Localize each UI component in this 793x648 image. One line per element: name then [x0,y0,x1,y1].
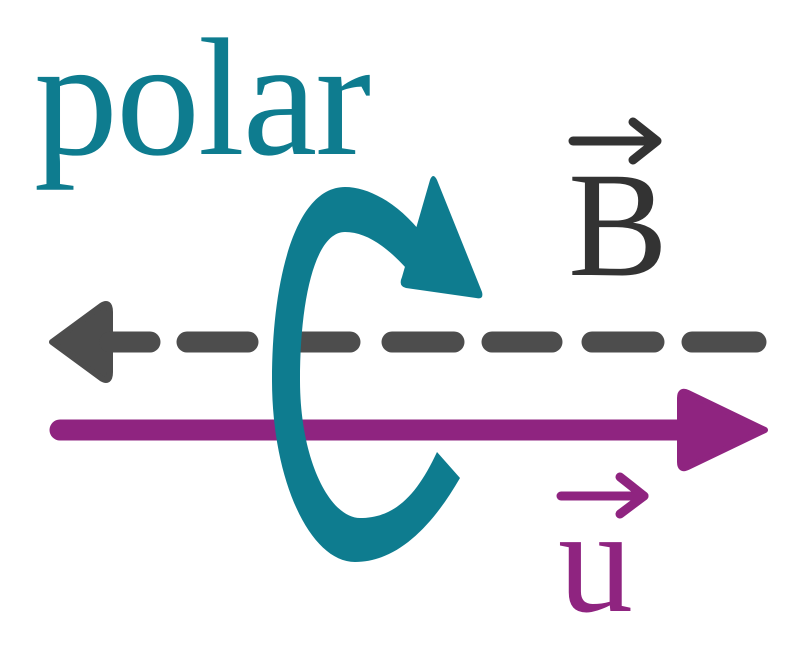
diagram-title: polar [34,5,371,191]
b-vector-arrow-icon [568,117,662,165]
magnetic-field-label: B [568,142,669,308]
u-vector-arrow-icon [556,472,649,519]
rotation-arrow-icon [272,176,483,562]
magnetic-field-arrow-icon [49,301,767,383]
velocity-arrow-icon [49,388,768,472]
velocity-label: u [558,478,633,644]
